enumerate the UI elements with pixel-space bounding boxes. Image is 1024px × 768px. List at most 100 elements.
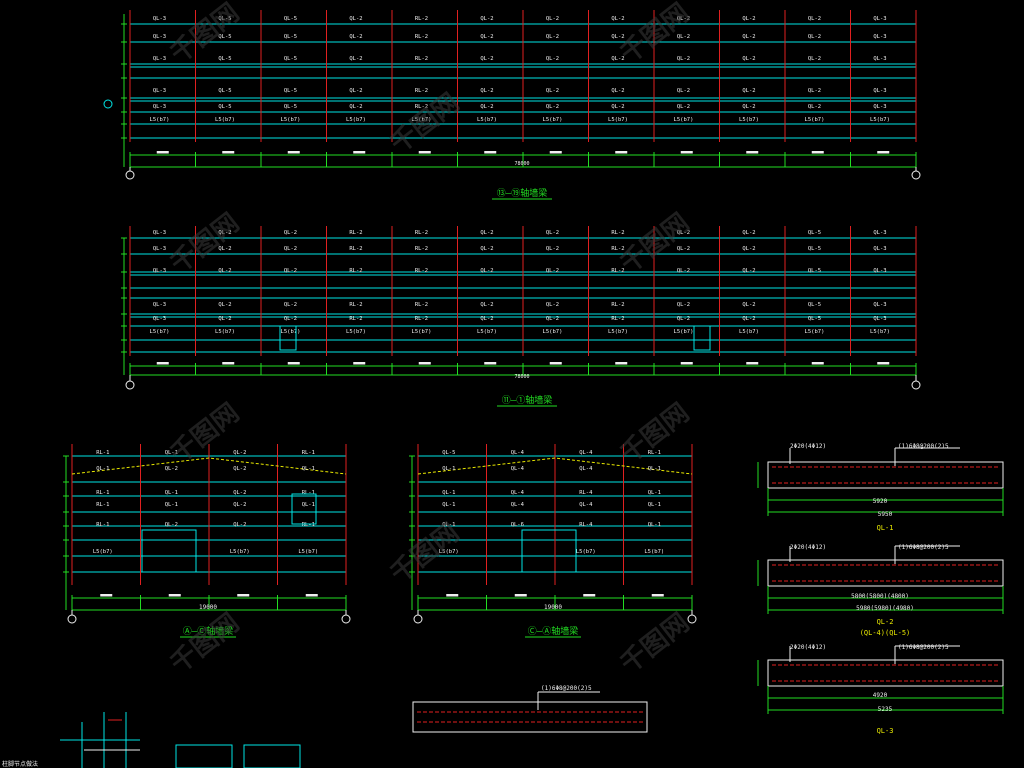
e1-beam-label: RL-2 [415, 104, 428, 110]
elevation-3-title: Ⓐ—Ⓒ轴墙梁 [183, 625, 233, 637]
e2-span-dimension [811, 362, 824, 365]
beam-2-subname: (QL-4)(QL-5) [860, 629, 911, 637]
e4-axis-bubble [413, 614, 423, 624]
e2-beam-label: QL-5 [808, 302, 821, 308]
e4-beam-label: QL-1 [442, 466, 455, 472]
e1-beam-label: QL-3 [873, 88, 886, 94]
elevation-4-title: Ⓒ—Ⓐ轴墙梁 [528, 625, 578, 637]
e2-beam-label: L5(b7) [739, 329, 759, 335]
beam-1-note-rebar: (1)6Φ8@200(2)5 [898, 443, 949, 450]
e2-beam-label: RL-2 [611, 302, 624, 308]
e1-axis-bubble [125, 170, 135, 180]
e3-beam-label: RL-1 [302, 490, 315, 496]
e1-beam-label: QL-2 [480, 104, 493, 110]
beam-3-dim-outer: 5235 [878, 706, 893, 713]
e2-span-dimension [222, 362, 235, 365]
e3-door-opening [141, 529, 197, 573]
e3-beam-label: QL-2 [233, 450, 246, 456]
e2-beam-label: QL-2 [546, 230, 559, 236]
e1-beam-label: QL-2 [349, 56, 362, 62]
e4-beam-label: QL-4 [511, 466, 525, 472]
e4-beam-label: QL-1 [442, 522, 455, 528]
e4-beam-label: QL-4 [511, 502, 525, 508]
b2-outline [767, 559, 1004, 587]
e1-beam-label: QL-5 [218, 104, 231, 110]
e2-beam-label: L5(b7) [281, 329, 301, 335]
e1-beam-label: L5(b7) [477, 117, 497, 123]
e2-beam-label: RL-2 [611, 268, 624, 274]
e2-beam-label: RL-2 [415, 316, 428, 322]
e2-door-opening [279, 325, 297, 351]
e3-beam-label: QL-2 [233, 502, 246, 508]
e2-beam-label: QL-3 [873, 302, 886, 308]
e4-beam-label: QL-4 [579, 502, 593, 508]
beam-2-name: QL-2 [877, 618, 894, 626]
e2-beam-label: QL-3 [873, 268, 886, 274]
e4-roof-line [417, 457, 693, 475]
bottom-left-details: 柱脚节点做法 [2, 712, 301, 768]
e1-beam-label: QL-3 [153, 88, 166, 94]
e3-beam-label: L5(b7) [93, 549, 113, 555]
e2-span-dimension [746, 362, 759, 365]
e1-beam-label: QL-2 [742, 104, 755, 110]
beam-1-note-top: 2Φ20(4Φ12) [790, 443, 826, 450]
e2-beam-label: RL-2 [349, 246, 362, 252]
e2-span-dimension [156, 362, 169, 365]
corner-label: 柱脚节点做法 [2, 760, 38, 768]
e3-beam-label: QL-1 [302, 502, 315, 508]
e2-span-dimension [877, 362, 890, 365]
e3-axis-bubble [67, 614, 77, 624]
e1-beam-label: QL-2 [677, 16, 690, 22]
e1-beam-label: QL-2 [546, 88, 559, 94]
e3-span-dimension [100, 594, 113, 597]
e3-beam-label: QL-2 [233, 490, 246, 496]
e2-beam-label: QL-2 [218, 268, 231, 274]
elevation-4-dimension: 19000 [544, 604, 562, 611]
e2-beam-label: QL-5 [808, 246, 821, 252]
e2-beam-label: QL-2 [677, 230, 690, 236]
e1-beam-label: QL-2 [808, 34, 821, 40]
e4-beam-label: RL-4 [579, 490, 593, 496]
e2-beam-label: L5(b7) [805, 329, 825, 335]
e2-beam-label: RL-2 [415, 246, 428, 252]
e2-beam-label: QL-2 [546, 268, 559, 274]
e3-beam-label: L5(b7) [298, 549, 318, 555]
e2-beam-label: RL-2 [415, 302, 428, 308]
e2-beam-label: QL-2 [218, 230, 231, 236]
e1-axis-bubble [911, 170, 921, 180]
e2-beam-label: L5(b7) [477, 329, 497, 335]
e1-beam-label: L5(b7) [281, 117, 301, 123]
e2-beam-label: QL-2 [742, 246, 755, 252]
e3-beam-label: QL-2 [165, 522, 178, 528]
e3-window-opening [291, 493, 317, 525]
e4-beam-label: L5(b7) [576, 549, 596, 555]
e3-beam-label: QL-1 [302, 466, 315, 472]
e2-beam-label: QL-5 [808, 268, 821, 274]
e2-beam-label: L5(b7) [346, 329, 366, 335]
e2-beam-label: QL-2 [218, 302, 231, 308]
e1-beam-label: QL-2 [611, 34, 624, 40]
e1-beam-label: QL-2 [677, 56, 690, 62]
e2-beam-label: QL-2 [480, 302, 493, 308]
e2-beam-label: QL-2 [284, 268, 297, 274]
e2-beam-label: RL-2 [415, 230, 428, 236]
e3-axis-bubble [341, 614, 351, 624]
e1-beam-label: QL-5 [218, 88, 231, 94]
e1-beam-label: RL-2 [415, 34, 428, 40]
e1-beam-label: QL-5 [284, 88, 297, 94]
e2-beam-label: QL-2 [677, 302, 690, 308]
e3-beam-label: RL-1 [96, 490, 109, 496]
beam-2-note-rebar: (1)6Φ8@200(2)5 [898, 544, 949, 551]
e2-beam-label: QL-3 [153, 302, 166, 308]
e2-beam-label: QL-2 [742, 268, 755, 274]
e2-beam-label: QL-3 [153, 230, 166, 236]
e3-span-dimension [305, 594, 318, 597]
e4-beam-label: QL-1 [648, 502, 661, 508]
e1-span-dimension [287, 151, 300, 154]
e3-beam-label: QL-1 [96, 466, 109, 472]
detail-beam-label: (1)6Φ8@200(2)5 [541, 685, 592, 692]
e2-beam-label: QL-2 [218, 316, 231, 322]
e1-beam-label: QL-2 [546, 104, 559, 110]
